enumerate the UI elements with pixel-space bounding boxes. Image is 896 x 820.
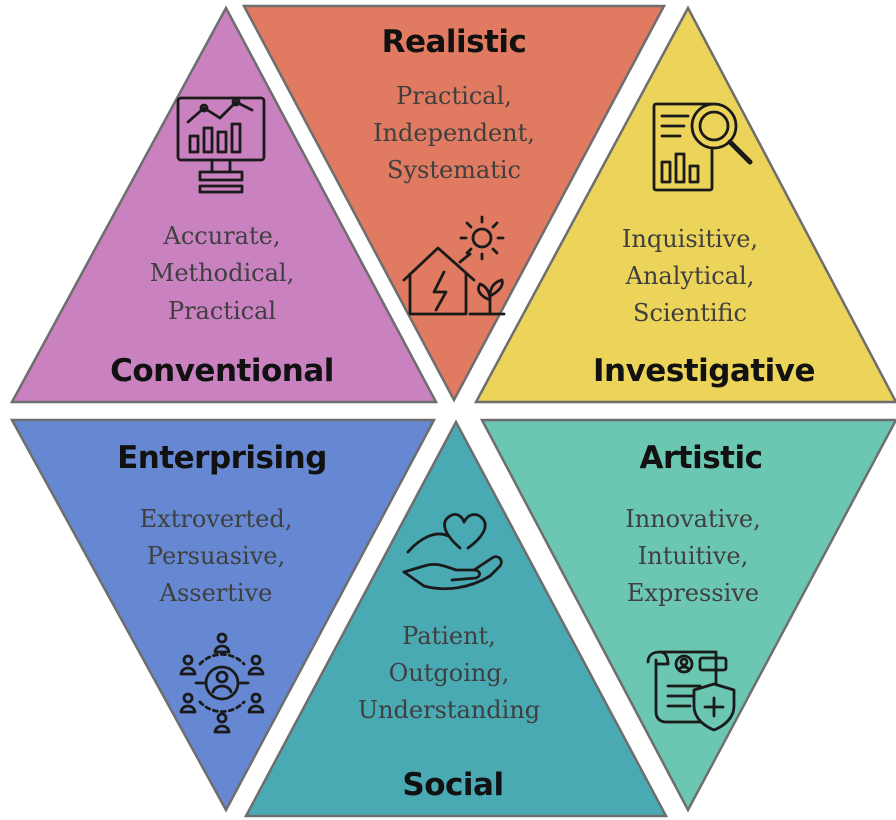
triangle-realistic (241, 4, 667, 403)
section-artistic: Artistic Innovative, Intuitive, Expressi… (479, 418, 896, 813)
trait-enterprising-3: Assertive (159, 579, 273, 607)
report-magnifier-icon (652, 102, 753, 192)
trait-conventional-1: Accurate, (163, 222, 281, 250)
title-investigative: Investigative (593, 353, 815, 389)
triangle-investigative (473, 5, 896, 404)
section-social: Patient, Outgoing, Understanding Social (243, 419, 669, 818)
title-realistic: Realistic (382, 24, 527, 60)
trait-conventional-3: Practical (168, 297, 276, 325)
trait-investigative-1: Inquisitive, (622, 225, 758, 253)
trait-investigative-2: Analytical, (625, 262, 755, 290)
trait-social-2: Outgoing, (389, 659, 510, 687)
section-realistic: Realistic Practical, Independent, System… (241, 4, 667, 403)
title-conventional: Conventional (110, 353, 334, 389)
trait-social-3: Understanding (358, 696, 540, 724)
title-enterprising: Enterprising (117, 440, 327, 476)
title-artistic: Artistic (640, 440, 763, 476)
trait-social-1: Patient, (402, 622, 496, 650)
trait-artistic-2: Intuitive, (638, 542, 748, 570)
trait-conventional-2: Methodical, (150, 259, 294, 287)
section-enterprising: Enterprising Extroverted, Persuasive, As… (9, 418, 437, 813)
triangle-artistic (479, 418, 896, 813)
trait-realistic-3: Systematic (387, 156, 521, 184)
trait-realistic-1: Practical, (396, 82, 512, 110)
trait-artistic-1: Innovative, (625, 505, 760, 533)
triangle-social (243, 419, 669, 818)
title-social: Social (402, 767, 503, 803)
section-conventional: Accurate, Methodical, Practical Conventi… (9, 5, 439, 404)
hand-heart-icon (402, 513, 503, 591)
people-network-icon (179, 632, 265, 734)
trait-artistic-3: Expressive (627, 579, 759, 607)
house-sun-plant-icon (402, 215, 506, 316)
trait-enterprising-1: Extroverted, (140, 505, 293, 533)
triangle-conventional (9, 5, 439, 404)
id-card-shield-icon (646, 650, 736, 732)
triangle-enterprising (9, 418, 437, 813)
trait-realistic-2: Independent, (373, 119, 535, 147)
monitor-chart-icon (176, 96, 266, 194)
trait-investigative-3: Scientific (633, 299, 747, 327)
trait-enterprising-2: Persuasive, (147, 542, 285, 570)
section-investigative: Inquisitive, Analytical, Scientific Inve… (473, 5, 896, 404)
